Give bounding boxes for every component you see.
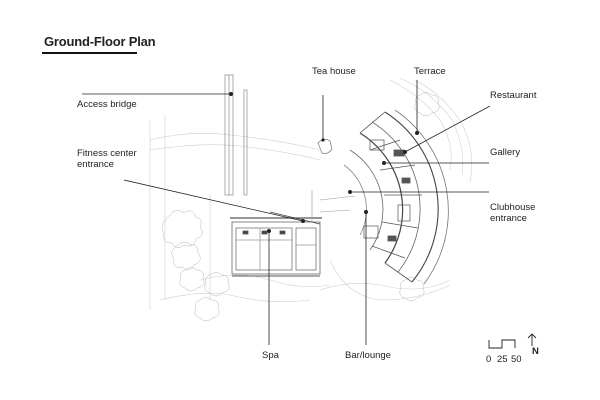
landscape-texture [161, 92, 440, 322]
spa-wing [230, 211, 322, 277]
scale-tick-0: 0 [486, 354, 492, 365]
north-label: N [532, 346, 539, 357]
label-terrace: Terrace [414, 66, 446, 77]
access-bridge-structure [224, 74, 248, 196]
label-restaurant: Restaurant [490, 90, 537, 101]
label-gallery: Gallery [490, 147, 521, 158]
tea-house-structure [317, 95, 333, 154]
leader-restaurant [404, 105, 491, 153]
clubhouse-building [343, 109, 449, 285]
label-fitness-center-entrance: Fitness center entrance [77, 148, 137, 170]
label-clubhouse-entrance: Clubhouse entrance [490, 202, 536, 224]
north-arrow-icon [527, 333, 537, 346]
label-bar-lounge: Bar/lounge [345, 350, 391, 361]
label-spa: Spa [262, 350, 279, 361]
label-tea-house: Tea house [312, 66, 356, 77]
scale-tick-25: 25 [497, 354, 508, 365]
label-access-bridge: Access bridge [77, 99, 137, 110]
plan-title: Ground-Floor Plan [44, 34, 156, 49]
title-underline [42, 52, 137, 54]
scale-bar [488, 339, 516, 349]
connecting-corridor [311, 190, 356, 222]
site-contours [149, 77, 473, 310]
leader-fitness-entrance [123, 179, 304, 222]
scale-tick-50: 50 [511, 354, 522, 365]
leader-lines [82, 80, 491, 345]
